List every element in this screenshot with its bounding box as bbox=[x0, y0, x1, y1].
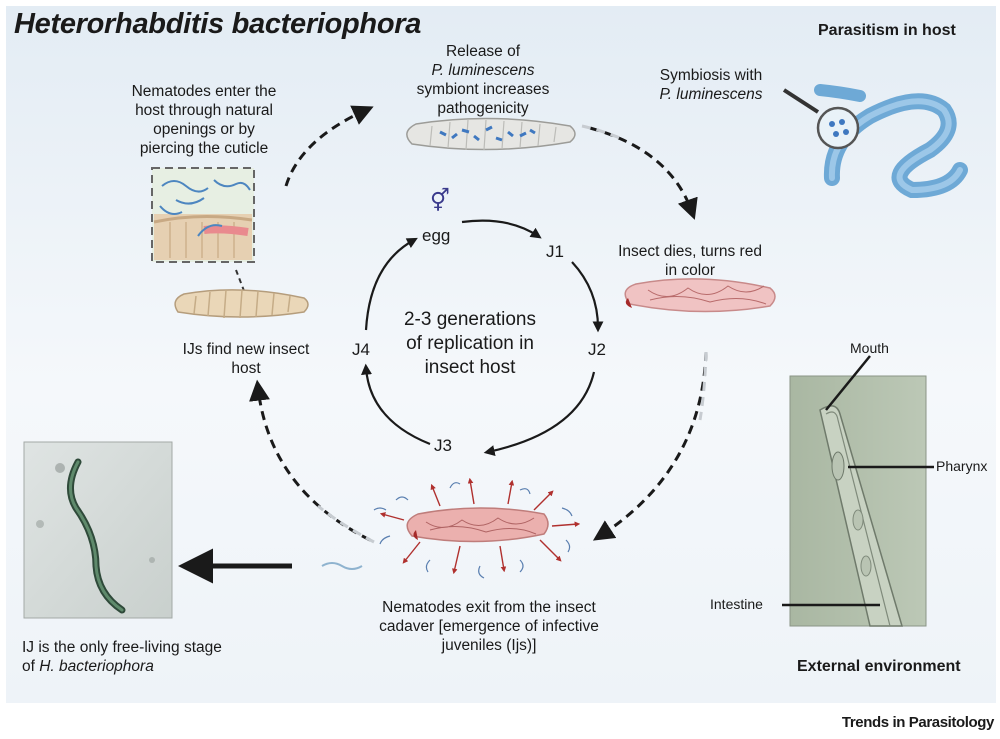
stage-j2: J2 bbox=[588, 340, 606, 359]
arrow-j4-egg bbox=[364, 237, 418, 331]
arrow-release-dies bbox=[589, 126, 698, 220]
anatomy-leaders bbox=[782, 355, 934, 607]
step-insect-dies: Insect dies, turns red in color bbox=[618, 243, 762, 279]
label-intestine: Intestine bbox=[710, 596, 763, 612]
step-find-host: IJs find new insect host bbox=[182, 341, 310, 377]
step-exit-cadaver: Nematodes exit from the insect cadaver [… bbox=[379, 599, 599, 654]
stage-j1: J1 bbox=[546, 242, 564, 261]
arrow-exit-find-fade bbox=[317, 504, 375, 544]
anatomy-photo bbox=[789, 375, 927, 627]
nematode-symbiosis-illustration bbox=[782, 84, 968, 199]
label-mouth: Mouth bbox=[850, 340, 889, 356]
journal-footer: Trends in Parasitology bbox=[841, 714, 994, 731]
stage-egg: egg bbox=[422, 226, 451, 245]
inner-cycle bbox=[361, 219, 604, 456]
ij-photo bbox=[23, 441, 173, 619]
step-free-living: IJ is the only free-living stage of H. b… bbox=[22, 639, 222, 675]
arrow-enter-release bbox=[284, 105, 374, 187]
center-generations-text: 2-3 generations of replication in insect… bbox=[403, 309, 537, 378]
arrow-j2-j3 bbox=[483, 371, 596, 456]
stage-j4: J4 bbox=[352, 340, 370, 359]
arrow-dies-exit-fade bbox=[698, 351, 708, 421]
step-symbiosis: Symbiosis with P. luminescens bbox=[659, 67, 763, 103]
larva-infected bbox=[406, 117, 576, 151]
step-enter-host: Nematodes enter the host through natural… bbox=[131, 83, 277, 157]
host-section-label: Parasitism in host bbox=[818, 22, 956, 39]
larva-dead-red bbox=[624, 278, 776, 313]
step-release-symbiont: Release of P. luminescens symbiont incre… bbox=[416, 43, 550, 117]
label-pharynx: Pharynx bbox=[936, 458, 988, 474]
environment-section-label: External environment bbox=[797, 658, 961, 675]
arrow-egg-j1 bbox=[461, 219, 542, 239]
outer-cycle bbox=[235, 105, 708, 544]
zoom-link bbox=[235, 269, 247, 297]
arrow-exit-find bbox=[249, 379, 371, 542]
cuticle-inset bbox=[151, 167, 262, 305]
hermaphrodite-symbol: ⚥ bbox=[430, 188, 450, 213]
arrow-j3-j4 bbox=[361, 363, 431, 446]
arrow-j1-j2 bbox=[571, 261, 604, 333]
emerging-ij bbox=[321, 562, 363, 570]
stage-j3: J3 bbox=[434, 436, 452, 455]
arrow-release-dies-fade bbox=[581, 124, 621, 140]
larva-healthy bbox=[174, 289, 309, 319]
arrow-dies-exit bbox=[592, 351, 708, 541]
larva-cadaver bbox=[321, 477, 581, 579]
figure-title: Heterorhabditis bacteriophora bbox=[14, 8, 422, 40]
